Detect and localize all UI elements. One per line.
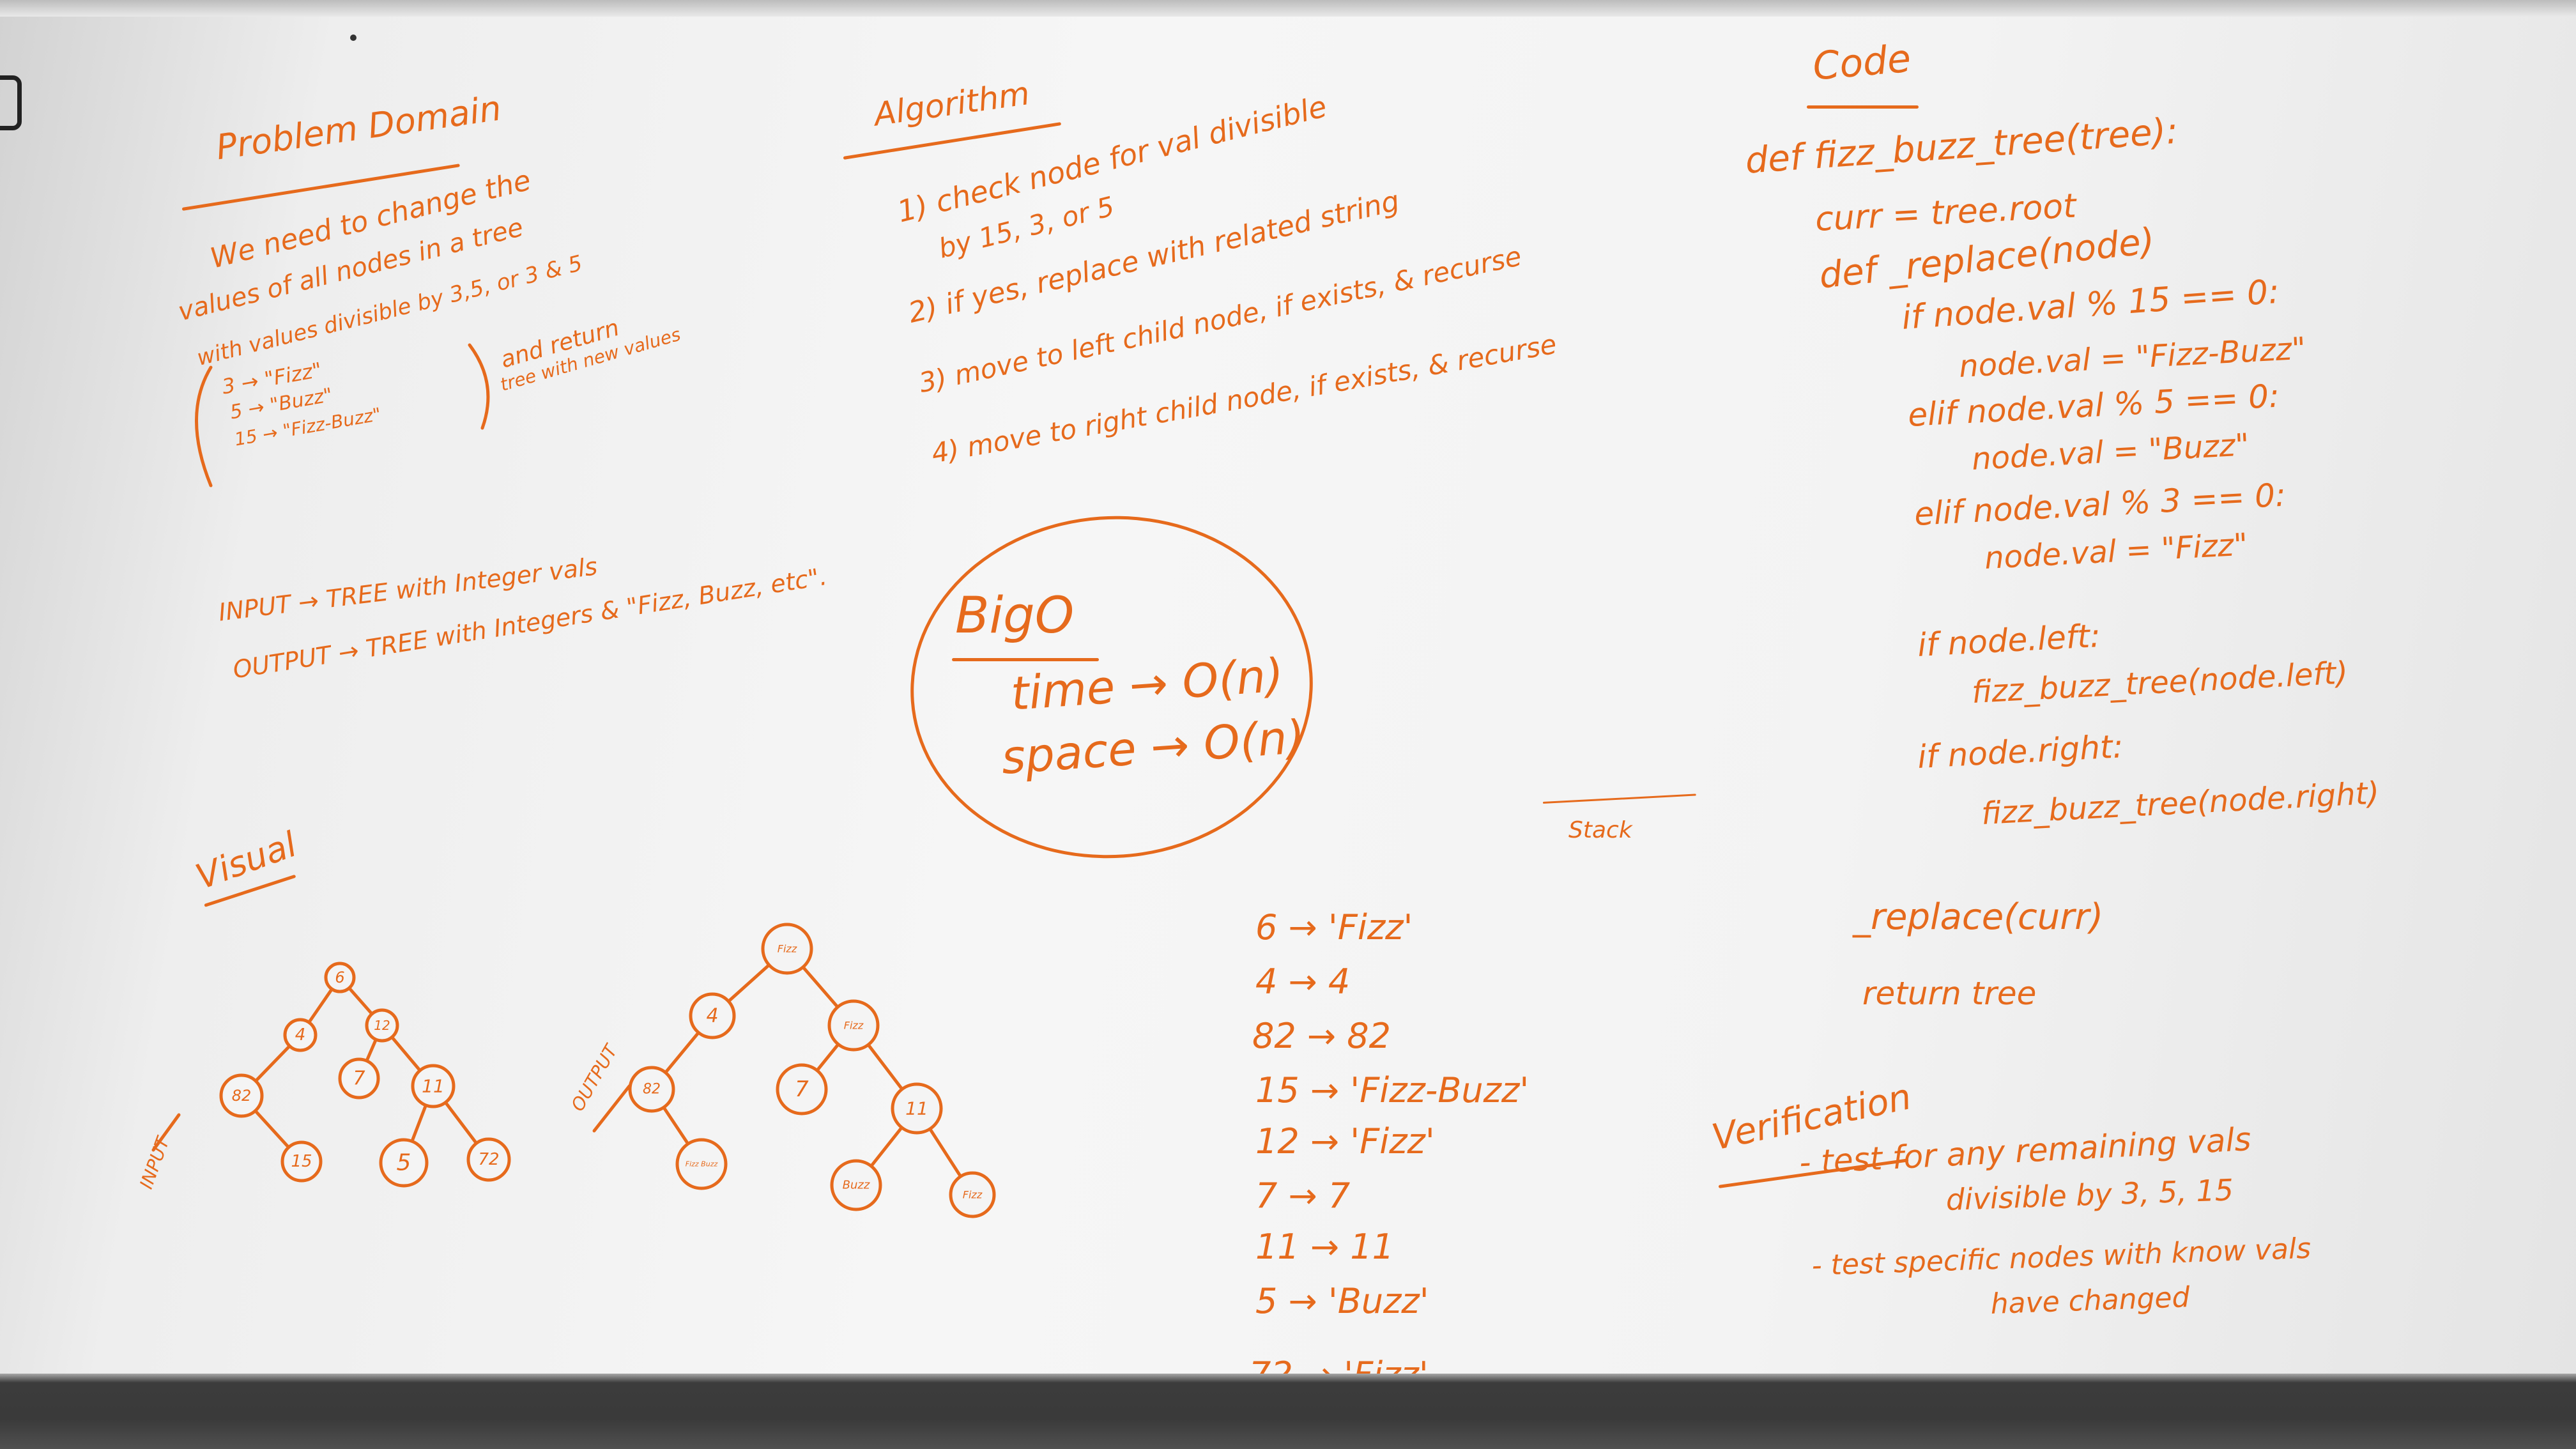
output-node-rl-value: 7 xyxy=(795,1077,809,1102)
mapping-list-row: 12 → 'Fizz' xyxy=(1255,1121,1435,1162)
code-underline xyxy=(1807,105,1919,109)
output-node-rr xyxy=(891,1082,943,1135)
mapping-list-row: 15 → 'Fizz-Buzz' xyxy=(1255,1070,1529,1110)
output-node-rl xyxy=(776,1063,828,1116)
mapping-bracket-right xyxy=(468,343,490,430)
input-node-rr-value: 11 xyxy=(422,1076,445,1097)
code-heading: Code xyxy=(1811,36,1913,89)
wall-bracket xyxy=(0,75,22,130)
mapping-bracket-left xyxy=(195,365,213,487)
input-node-ll xyxy=(219,1073,264,1118)
input-node-rrr-value: 72 xyxy=(478,1150,499,1169)
mapping-list-row: 5 → 'Buzz' xyxy=(1255,1281,1429,1321)
output-node-l-value: 4 xyxy=(706,1005,718,1027)
mapping-list-row: 11 → 11 xyxy=(1255,1227,1395,1267)
output-node-root-value: Fizz xyxy=(778,943,797,955)
output-node-r-value: Fizz xyxy=(844,1020,864,1032)
input-node-r xyxy=(365,1008,399,1043)
input-node-rr xyxy=(411,1064,456,1108)
output-node-rr-value: 11 xyxy=(905,1098,928,1119)
marker-dot xyxy=(350,34,356,41)
mapping-list-row: 4 → 4 xyxy=(1255,962,1351,1002)
output-node-rrr xyxy=(949,1171,996,1218)
output-node-root xyxy=(761,923,813,975)
whiteboard-top-frame xyxy=(0,0,2576,17)
input-node-rl-value: 7 xyxy=(353,1068,365,1090)
input-node-ll-value: 82 xyxy=(232,1087,252,1105)
input-node-r-value: 12 xyxy=(374,1018,390,1033)
mapping-list-row: 7 → 7 xyxy=(1255,1176,1351,1216)
input-node-rl xyxy=(338,1057,380,1100)
input-node-rrl-value: 5 xyxy=(397,1150,411,1176)
mapping-list-row: 6 → 'Fizz' xyxy=(1255,907,1413,947)
code-line-14: _replace(curr) xyxy=(1853,896,2104,938)
input-node-root-value: 6 xyxy=(335,969,344,986)
output-node-ll xyxy=(628,1066,675,1113)
input-node-l-value: 4 xyxy=(295,1025,306,1045)
input-node-l xyxy=(283,1018,318,1052)
input-node-root xyxy=(324,962,356,993)
input-node-llr-value: 15 xyxy=(291,1152,312,1171)
output-node-llr-value: Fizz Buzz xyxy=(686,1160,718,1169)
output-node-rrl-value: Buzz xyxy=(843,1179,870,1192)
output-node-r xyxy=(827,999,880,1052)
input-node-rrr xyxy=(466,1137,511,1182)
output-node-rrr-value: Fizz xyxy=(963,1189,983,1201)
code-line-10: if node.left: xyxy=(1916,617,2102,664)
input-node-llr xyxy=(280,1140,323,1183)
output-node-llr xyxy=(675,1138,728,1190)
output-node-rrl xyxy=(830,1159,882,1211)
stack-label: Stack xyxy=(1568,817,1632,843)
code-line-15: return tree xyxy=(1862,975,2037,1012)
big-o-underline xyxy=(952,658,1099,661)
whiteboard-tray xyxy=(0,1374,2576,1449)
mapping-list-row: 82 → 82 xyxy=(1252,1016,1392,1056)
big-o-heading: BigO xyxy=(955,587,1075,645)
verification-item-2-cont: have changed xyxy=(1989,1281,2191,1321)
input-node-rrl xyxy=(379,1138,429,1188)
output-node-ll-value: 82 xyxy=(643,1082,661,1098)
output-node-l xyxy=(689,992,736,1039)
